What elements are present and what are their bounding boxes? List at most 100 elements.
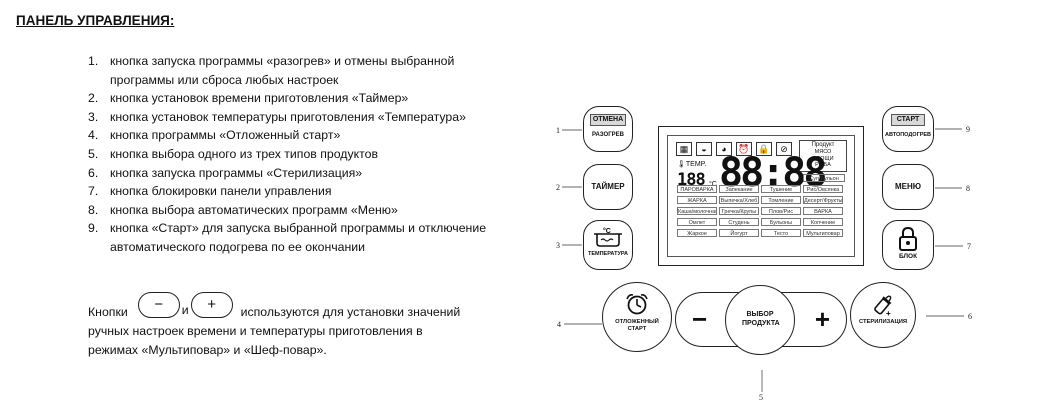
- timer-label: ТАЙМЕР: [591, 182, 625, 191]
- timer-button[interactable]: ТАЙМЕР: [583, 164, 633, 210]
- instruction-number: 9.: [88, 221, 99, 236]
- instruction-item: 8. кнопка выбора автоматических программ …: [88, 201, 508, 220]
- alarm-mode-icon: ⏰: [736, 142, 752, 156]
- callout-5: 5: [759, 393, 763, 402]
- instruction-item: 5. кнопка выбора одного из трех типов про…: [88, 145, 508, 164]
- delayed-start-button[interactable]: ОТЛОЖЕННЫЙ СТАРТ: [602, 282, 672, 352]
- delayed-start-label: ОТЛОЖЕННЫЙ СТАРТ: [615, 319, 659, 332]
- lock-mode-icon: 🔒: [756, 142, 772, 156]
- start-autowarm-button[interactable]: СТАРТ АВТОПОДОГРЕВ: [882, 106, 934, 152]
- sterilization-label: СТЕРИЛИЗАЦИЯ: [858, 319, 908, 325]
- lock-button[interactable]: БЛОК: [882, 220, 934, 270]
- temperature-button[interactable]: °C ТЕМПЕРАТУРА: [583, 220, 633, 270]
- program-cell: Йогурт: [719, 229, 759, 237]
- program-cell: Студень: [719, 218, 759, 226]
- sterilization-button[interactable]: + СТЕРИЛИЗАЦИЯ: [850, 282, 916, 348]
- callout-8: 8: [966, 184, 970, 193]
- temp-label: 🌡TEMP.: [677, 161, 707, 168]
- bottle-mode-icon: ⊘: [776, 142, 792, 156]
- instruction-number: 3.: [88, 109, 99, 124]
- callout-1: 1: [556, 126, 560, 135]
- svg-text:°C: °C: [603, 227, 611, 235]
- control-panel: 1 2 3 4 5 6 7 8 9 ОТМЕНА РАЗОГРЕВ ТАЙМЕР…: [520, 80, 1039, 409]
- cancel-label: ОТМЕНА: [590, 114, 626, 126]
- baby-bottle-icon: +: [874, 295, 892, 318]
- product-box: Продукт МЯСО ОВОЩИ РЫБА: [799, 140, 847, 172]
- program-cell: Мультиповар: [803, 229, 843, 237]
- program-cell: Гречка/Крупы: [719, 207, 759, 215]
- program-cell: Плов/Рис: [761, 207, 801, 215]
- note-block: Кнопки − и + используются для установки …: [88, 292, 528, 359]
- program-cell: Выпечка/Хлеб: [719, 196, 759, 204]
- program-cell: Томление: [761, 196, 801, 204]
- program-cell: ЖАРКА: [677, 196, 717, 204]
- note-conj: и: [181, 303, 189, 318]
- callout-7: 7: [967, 242, 971, 251]
- instruction-item: 1. кнопка запуска программы «разогрев» и …: [88, 52, 508, 89]
- lcd-inner-frame: [667, 135, 855, 257]
- time-readout: 88:88: [719, 150, 827, 196]
- instruction-text: кнопка запуска программы «Стерилизация»: [110, 165, 363, 180]
- instruction-text: кнопка выбора одного из трех типов проду…: [110, 146, 379, 161]
- instruction-text: кнопка программы «Отложенный старт»: [110, 128, 341, 143]
- instruction-item: 4. кнопка программы «Отложенный старт»: [88, 126, 508, 145]
- program-cell: Десерт/Фрукты: [803, 196, 843, 204]
- program-cell: ВАРКА: [803, 207, 843, 215]
- plus-button[interactable]: +: [814, 304, 830, 334]
- plus-icon: +: [190, 292, 233, 318]
- instruction-item: 7.кнопка блокировки панели управления: [88, 182, 508, 201]
- instruction-text: кнопка запуска программы «разогрев» и от…: [110, 54, 455, 87]
- autowarm-label: АВТОПОДОГРЕВ: [884, 132, 932, 138]
- select-product-label: ВЫБОР ПРОДУКТА: [742, 311, 780, 327]
- program-soup: Суп/Бульон: [803, 174, 845, 182]
- program-cell: Копчение: [803, 218, 843, 226]
- pot-mode-icon: ▦: [676, 142, 692, 156]
- callout-2: 2: [556, 183, 560, 192]
- callout-4: 4: [557, 320, 561, 329]
- temperature-label: ТЕМПЕРАТУРА: [587, 251, 629, 257]
- svg-text:+: +: [886, 309, 891, 317]
- thermometer-icon: 🌡: [677, 161, 686, 168]
- lcd-display: ▦ ◒ ◕ ⏰ 🔒 ⊘ Продукт МЯСО ОВОЩИ РЫБА 🌡TEM…: [658, 126, 864, 266]
- program-cell: ПАРОВАРКА: [677, 185, 717, 193]
- instruction-text: кнопка установок температуры приготовлен…: [110, 109, 466, 124]
- instruction-text: кнопка установок времени приготовления «…: [110, 91, 409, 106]
- start-label: СТАРТ: [891, 114, 925, 126]
- callout-lines: [562, 128, 964, 392]
- lock-label: БЛОК: [898, 253, 918, 260]
- instruction-text: кнопка выбора автоматических программ «М…: [110, 202, 398, 217]
- instruction-number: 8.: [88, 202, 99, 217]
- note-prefix: Кнопки: [88, 305, 128, 320]
- alarm-clock-icon: [626, 294, 648, 315]
- instruction-item: 6.кнопка запуска программы «Стерилизация…: [88, 164, 508, 183]
- temp-unit: °C: [709, 181, 717, 188]
- steam-mode-icon: ◒: [696, 142, 712, 156]
- menu-label: МЕНЮ: [894, 182, 922, 191]
- minus-icon: −: [137, 292, 180, 318]
- note-line-2: ручных настроек времени и температуры пр…: [88, 324, 423, 338]
- program-cell: Тесто: [761, 229, 801, 237]
- instructions-list: 1. кнопка запуска программы «разогрев» и …: [88, 52, 508, 257]
- menu-button[interactable]: МЕНЮ: [882, 164, 934, 210]
- instruction-number: 1.: [88, 54, 99, 68]
- minus-button[interactable]: −: [692, 304, 708, 334]
- reheat-label: РАЗОГРЕВ: [592, 132, 624, 138]
- page-title: ПАНЕЛЬ УПРАВЛЕНИЯ:: [16, 13, 175, 28]
- product-title: Продукт: [811, 142, 835, 148]
- callout-9: 9: [966, 125, 970, 134]
- instruction-number: 4.: [88, 128, 99, 143]
- product-meat: МЯСО: [814, 149, 832, 155]
- instruction-number: 7.: [88, 184, 99, 199]
- program-cell: Бульоны: [761, 218, 801, 226]
- select-product-button[interactable]: ВЫБОР ПРОДУКТА: [725, 285, 795, 355]
- program-cell: Рис/Овсянка: [803, 185, 843, 193]
- instruction-number: 5.: [88, 146, 99, 161]
- chef-mode-icon: ◕: [716, 142, 732, 156]
- note-line-3: режимах «Мультиповар» и «Шеф-повар».: [88, 342, 327, 357]
- program-cell: Каша/молочная: [677, 207, 717, 215]
- callout-3: 3: [556, 241, 560, 250]
- cancel-reheat-button[interactable]: ОТМЕНА РАЗОГРЕВ: [583, 106, 633, 152]
- pot-temperature-icon: °C: [594, 227, 622, 247]
- instruction-number: 2.: [88, 91, 99, 106]
- instruction-item: 3. кнопка установок температуры приготовл…: [88, 108, 508, 127]
